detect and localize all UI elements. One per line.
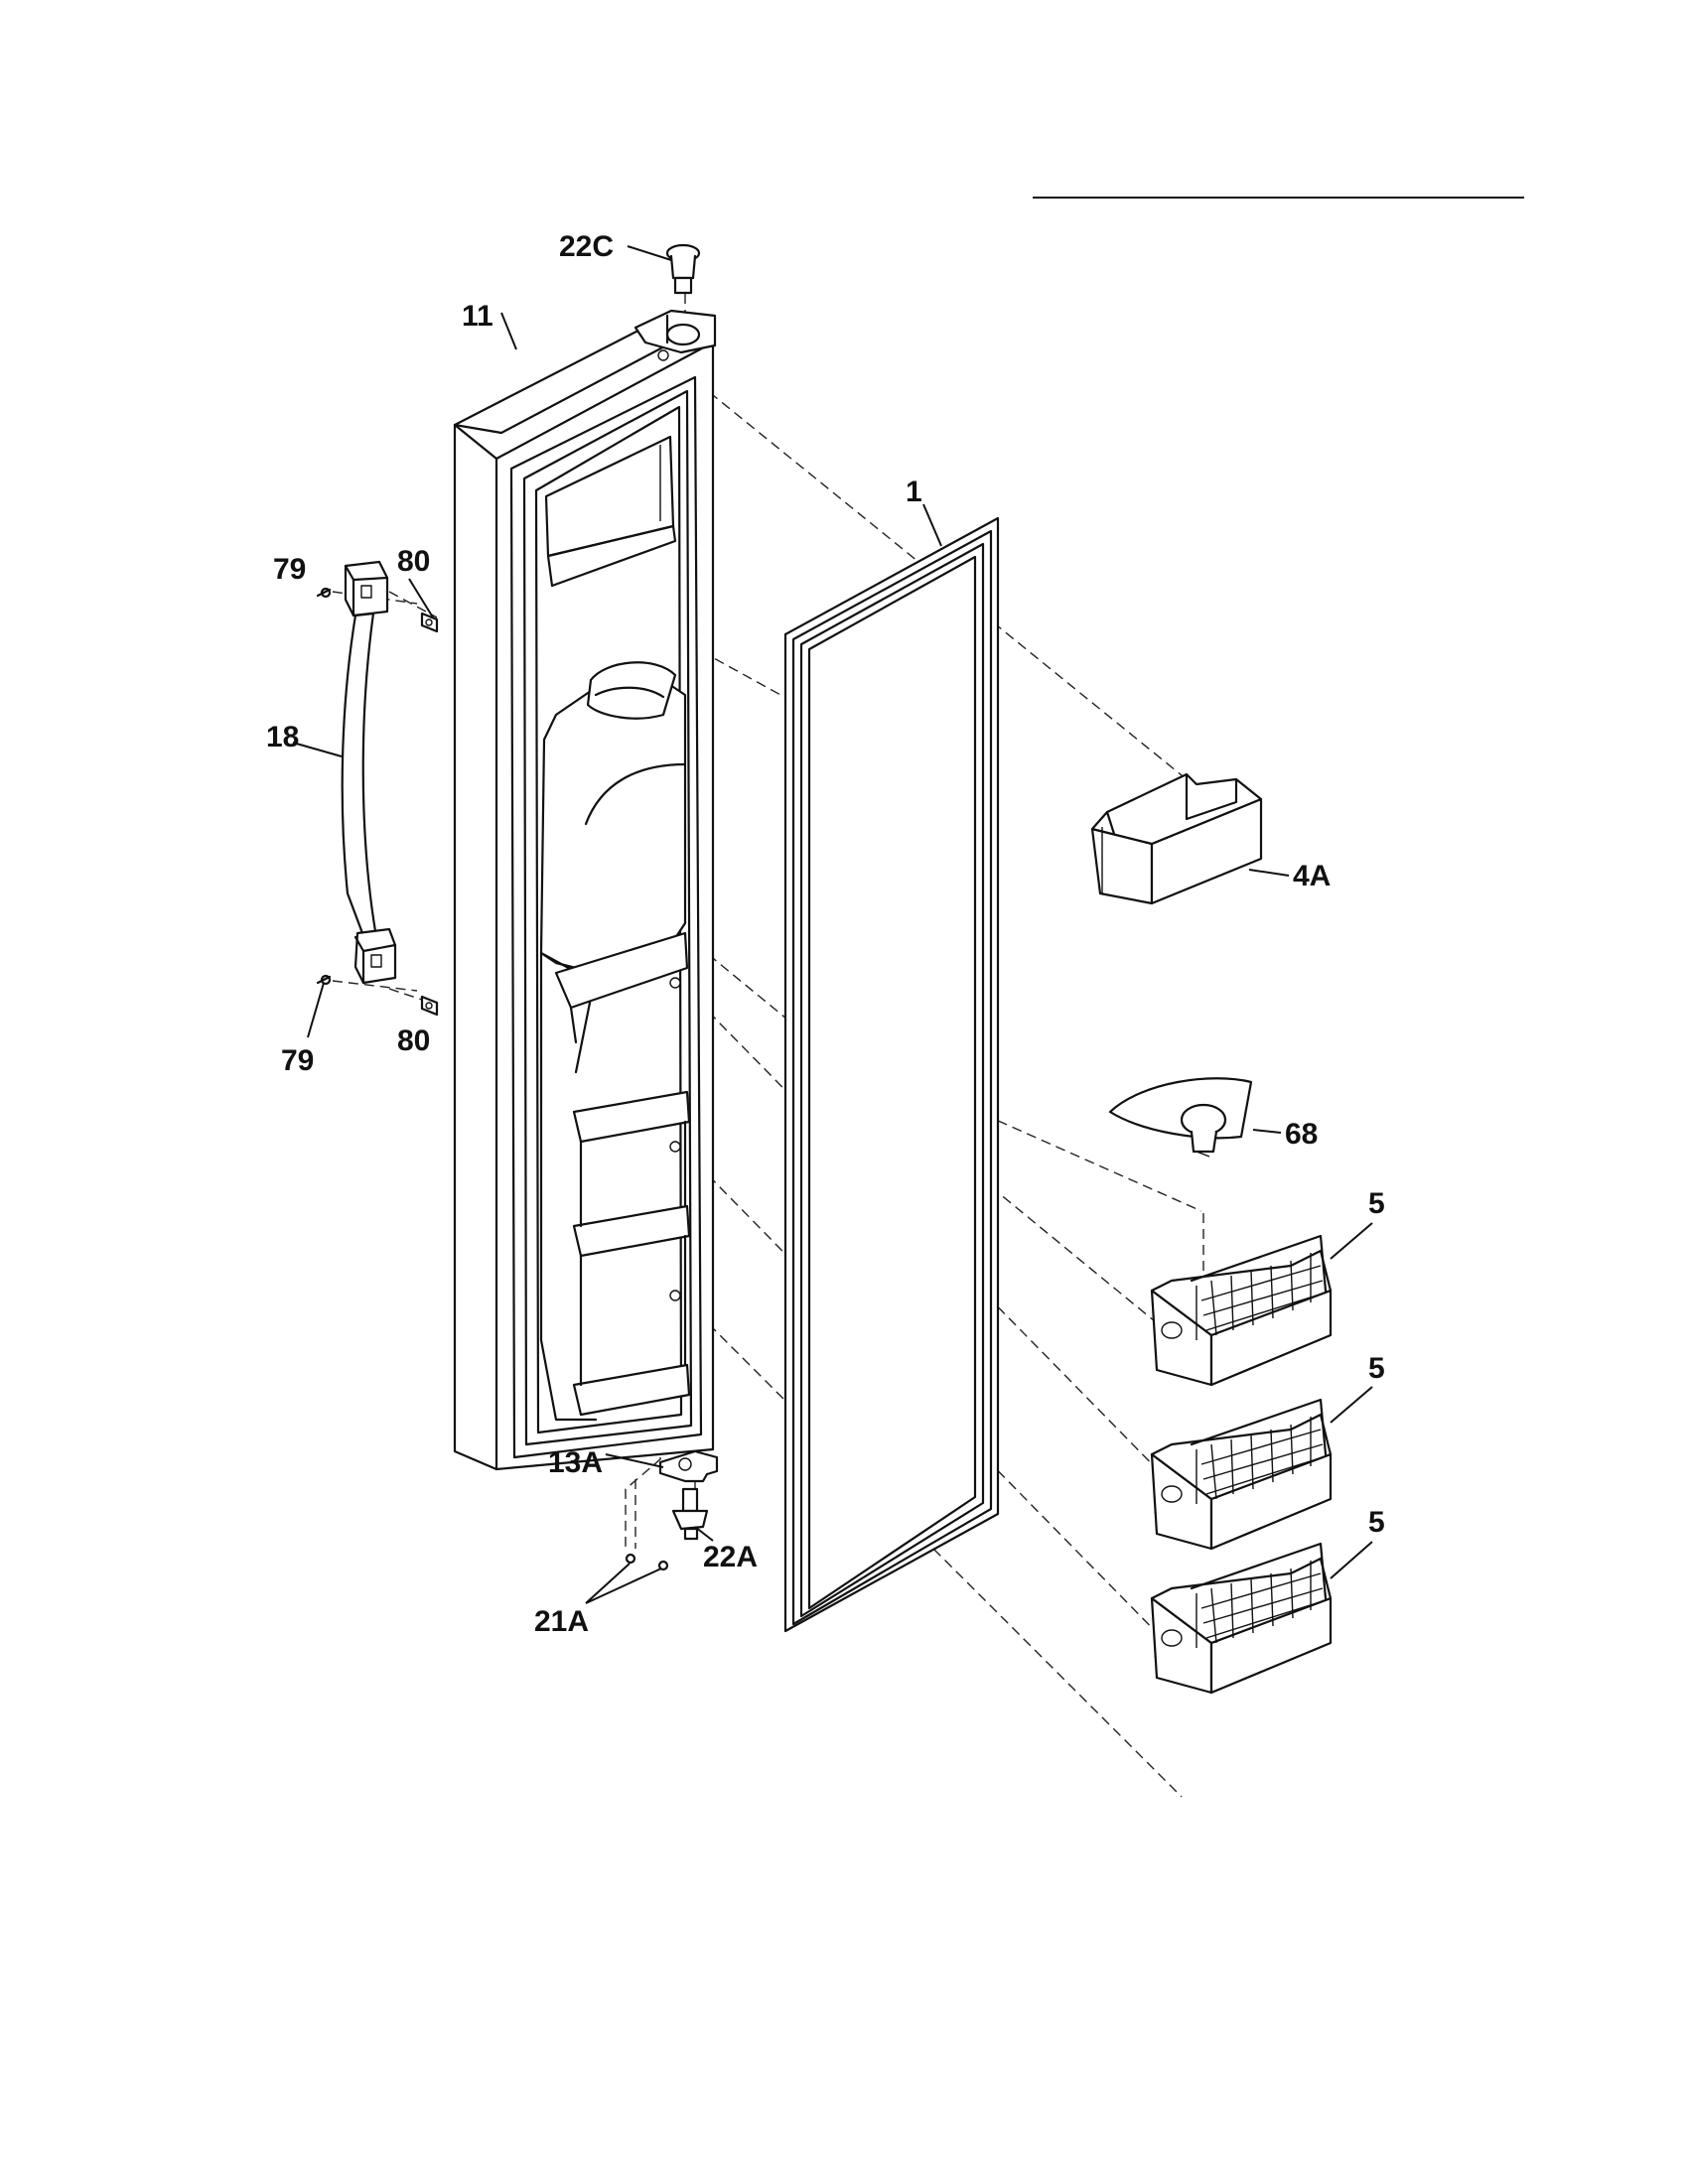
callout-18: 18 [266,721,299,753]
callout-5-bottom: 5 [1368,1506,1385,1539]
stud-80-bottom [420,995,439,1017]
door-gasket [783,516,1000,1633]
screws-21a [625,1553,669,1571]
callout-22a: 22A [703,1541,758,1573]
basket-5-bottom [1150,1542,1333,1695]
callout-11: 11 [462,300,493,333]
callout-79-top: 79 [273,553,306,586]
leader-lines [292,245,1373,1604]
ice-chute-68 [1108,1077,1253,1158]
screw-79-bottom [316,974,332,986]
callout-79-bottom: 79 [281,1044,314,1077]
callout-80-bottom: 80 [397,1024,430,1057]
callout-5-middle: 5 [1368,1352,1385,1385]
callout-21a: 21A [534,1605,589,1638]
callout-22c: 22C [559,230,614,263]
hinge-pin-22c [665,243,701,295]
door-handle [341,560,397,985]
basket-5-top [1150,1234,1333,1387]
callout-68: 68 [1285,1118,1318,1151]
callout-labels: 22C 11 1 79 80 18 4A 79 80 68 5 5 5 13A … [266,230,1385,1638]
screw-79-top [316,587,332,599]
callout-4a: 4A [1293,860,1331,892]
hinge-pin-22a [671,1487,709,1541]
door-bin-4a [1090,772,1263,905]
hinge-bracket-13a [658,1449,719,1483]
callout-80-top: 80 [397,545,430,578]
basket-5-middle [1150,1398,1333,1551]
callout-1: 1 [906,476,922,508]
callout-13a: 13A [548,1446,603,1479]
door-assembly [453,309,717,1471]
callout-5-top: 5 [1368,1187,1385,1220]
